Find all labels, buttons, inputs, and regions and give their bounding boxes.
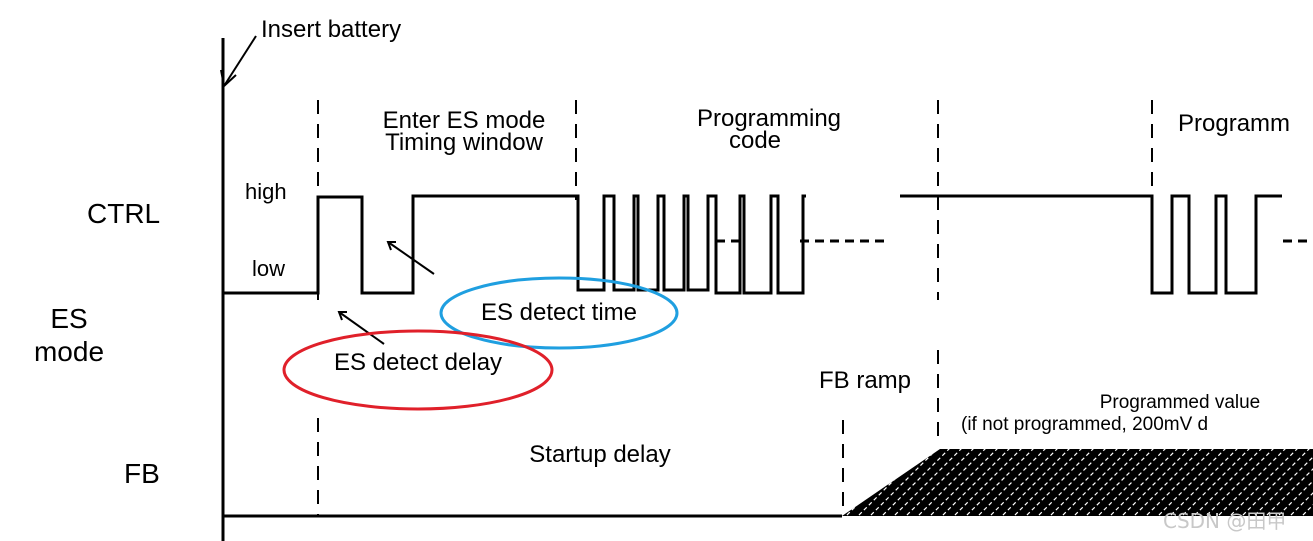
hatch-line xyxy=(865,449,942,516)
hatch-line xyxy=(1297,449,1313,516)
low-level-label: low xyxy=(252,256,285,281)
hatch-line xyxy=(1045,449,1122,516)
fb-ramp-hatch xyxy=(842,449,1313,516)
hatch-line xyxy=(937,449,1014,516)
startup-delay-label: Startup delay xyxy=(529,441,670,468)
hatch-line xyxy=(1093,449,1170,516)
es-detect-delay-arrow xyxy=(337,311,385,345)
insert-battery-arrow xyxy=(220,35,257,88)
hatch-line xyxy=(913,449,990,516)
enter-es-mode-label: Enter ES mode xyxy=(383,107,546,134)
hatch-line xyxy=(949,449,1026,516)
es-detect-delay-highlight xyxy=(282,329,554,411)
hatch-line xyxy=(1129,449,1206,516)
hatch-line xyxy=(901,449,978,516)
hatch-line xyxy=(1069,449,1146,516)
hatch-line xyxy=(973,449,1050,516)
watermark: CSDN @田甲 xyxy=(1163,509,1286,533)
programming-code-label-line1: Programming xyxy=(697,105,841,132)
hatch-line xyxy=(1273,449,1313,516)
hatch-line xyxy=(985,449,1062,516)
ctrl-waveform xyxy=(223,194,1282,295)
insert-battery-label: Insert battery xyxy=(261,16,401,43)
hatch-line xyxy=(1153,449,1230,516)
programmed-value-label-line1: Programmed value xyxy=(1100,392,1261,413)
hatch-line xyxy=(997,449,1074,516)
hatch-line xyxy=(1009,449,1086,516)
hatch-line xyxy=(1261,449,1313,516)
es-mode-label-line2: mode xyxy=(34,336,104,367)
es-detect-delay-label: ES detect delay xyxy=(334,349,502,376)
programming-code-label-line2: code xyxy=(729,127,781,154)
hatch-line xyxy=(1021,449,1098,516)
hatch-line xyxy=(1249,449,1313,516)
hatch-line xyxy=(961,449,1038,516)
hatch-line xyxy=(925,449,1002,516)
programming-right-label: Programm xyxy=(1178,110,1290,137)
hatch-line xyxy=(1225,449,1302,516)
hatch-line xyxy=(1213,449,1290,516)
es-detect-time-label: ES detect time xyxy=(481,299,637,326)
dashed-markers xyxy=(317,100,1153,516)
hatch-line xyxy=(1189,449,1266,516)
timing-window-label: Timing window xyxy=(385,129,543,156)
fb-ramp-label: FB ramp xyxy=(819,367,911,394)
hatch-line xyxy=(1177,449,1254,516)
fb-ramp-shape xyxy=(842,449,1313,516)
hatch-line xyxy=(1033,449,1110,516)
hatch-line xyxy=(1105,449,1182,516)
es-detect-time-arrow xyxy=(386,241,435,275)
hatch-line xyxy=(842,449,918,516)
programmed-value-label-line2: (if not programmed, 200mV d xyxy=(961,414,1208,435)
hatch-line xyxy=(1057,449,1134,516)
hatch-line xyxy=(889,449,966,516)
hatch-line xyxy=(1117,449,1194,516)
hatch-line xyxy=(1201,449,1278,516)
high-level-label: high xyxy=(245,179,287,204)
hatch-line xyxy=(877,449,954,516)
hatch-line xyxy=(853,449,930,516)
hatch-line xyxy=(1081,449,1158,516)
hatch-line xyxy=(1141,449,1218,516)
hatch-line xyxy=(1165,449,1242,516)
fb-signal-label: FB xyxy=(124,458,160,489)
hatch-line xyxy=(1285,449,1313,516)
ctrl-signal-label: CTRL xyxy=(87,198,160,229)
hatch-line xyxy=(1237,449,1313,516)
es-mode-label-line1: ES xyxy=(50,303,87,334)
es-detect-time-highlight xyxy=(439,276,679,350)
